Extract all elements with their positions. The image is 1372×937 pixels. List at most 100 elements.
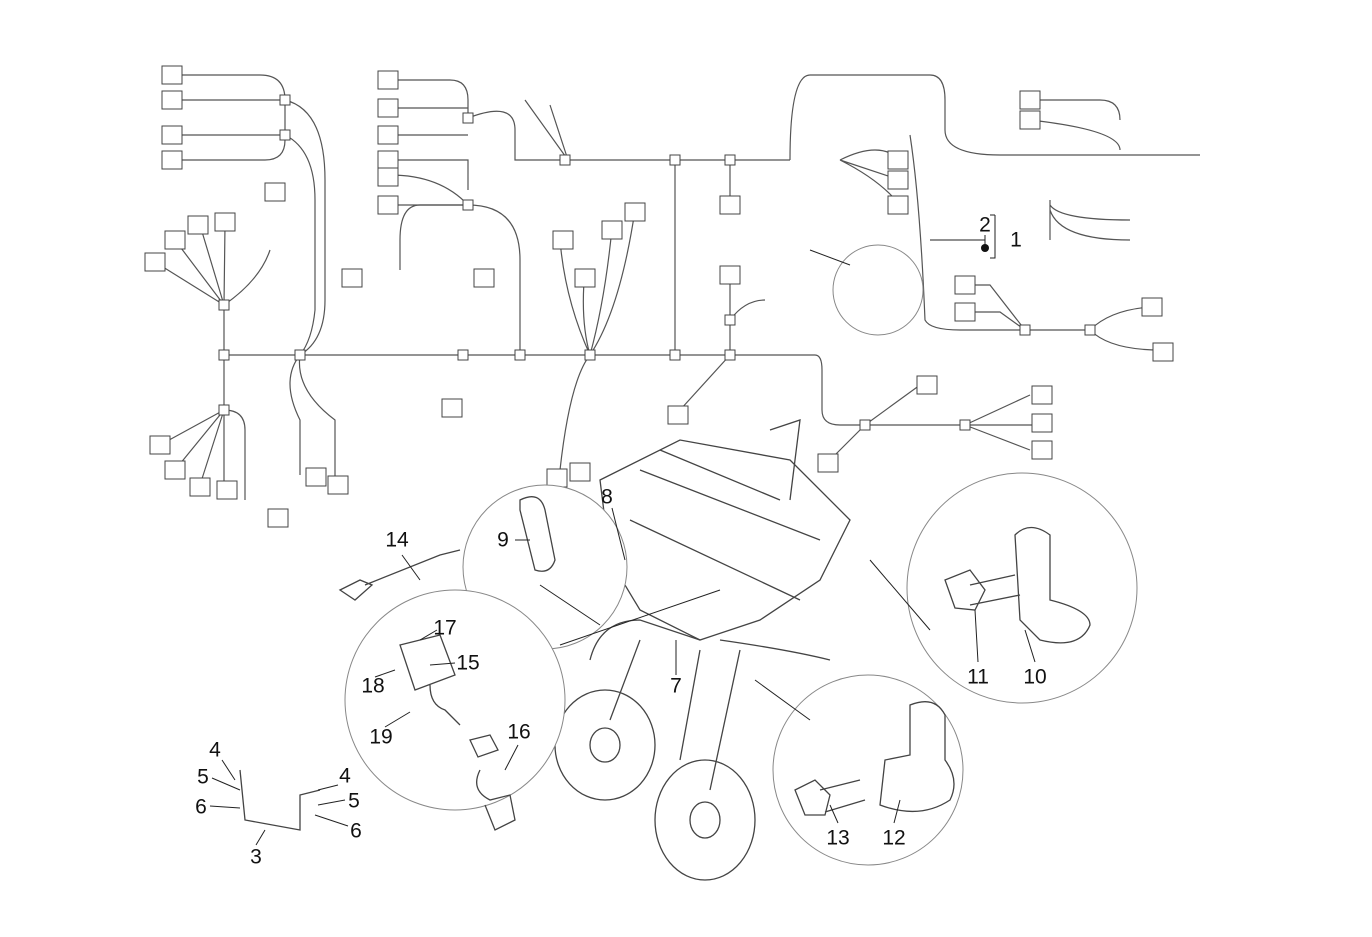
callout-3: 3 bbox=[250, 845, 262, 869]
connector-box bbox=[719, 265, 741, 285]
connector-box bbox=[546, 468, 568, 488]
junction-node bbox=[457, 349, 469, 361]
connector-box bbox=[1152, 342, 1174, 362]
junction-node bbox=[462, 199, 474, 211]
detail-circle-clamp-12 bbox=[772, 674, 964, 866]
connector-box bbox=[161, 65, 183, 85]
junction-node bbox=[959, 419, 971, 431]
connector-boxes bbox=[144, 65, 1174, 528]
connector-box bbox=[161, 90, 183, 110]
connector-box bbox=[817, 453, 839, 473]
callout-16: 16 bbox=[507, 720, 531, 744]
connector-box bbox=[473, 268, 495, 288]
callout-4-left: 4 bbox=[209, 738, 221, 762]
connector-box bbox=[216, 480, 238, 500]
parts-in-details bbox=[239, 496, 1091, 831]
connector-box bbox=[719, 195, 741, 215]
junction-node bbox=[724, 314, 736, 326]
callout-4-right: 4 bbox=[339, 764, 351, 788]
connector-box bbox=[887, 195, 909, 215]
connector-box bbox=[377, 150, 399, 170]
junction-node bbox=[859, 419, 871, 431]
connector-box bbox=[377, 195, 399, 215]
connector-box bbox=[569, 462, 591, 482]
callout-6-right: 6 bbox=[350, 819, 362, 843]
connector-box bbox=[552, 230, 574, 250]
connector-box bbox=[149, 435, 171, 455]
connector-box bbox=[164, 230, 186, 250]
callout-17: 17 bbox=[433, 616, 457, 640]
connector-box bbox=[954, 302, 976, 322]
junction-node bbox=[724, 154, 736, 166]
connector-box bbox=[916, 375, 938, 395]
callout-9: 9 bbox=[497, 528, 509, 552]
connector-box bbox=[574, 268, 596, 288]
connector-box bbox=[624, 202, 646, 222]
connector-box bbox=[667, 405, 689, 425]
callout-18: 18 bbox=[361, 674, 385, 698]
callout-13: 13 bbox=[826, 826, 850, 850]
callout-7: 7 bbox=[670, 674, 682, 698]
connector-box bbox=[377, 125, 399, 145]
connector-box bbox=[267, 508, 289, 528]
connector-box bbox=[377, 167, 399, 187]
connector-box bbox=[264, 182, 286, 202]
junction-node bbox=[279, 94, 291, 106]
connector-box bbox=[1019, 90, 1041, 110]
junction-node bbox=[514, 349, 526, 361]
connector-box bbox=[1031, 440, 1053, 460]
brake-disc-right bbox=[654, 759, 756, 881]
main-wiring-harness bbox=[154, 74, 1200, 500]
junction-node bbox=[462, 112, 474, 124]
connector-box bbox=[214, 212, 236, 232]
bullet-dot bbox=[981, 244, 989, 252]
connector-box bbox=[377, 98, 399, 118]
callout-10: 10 bbox=[1023, 665, 1047, 689]
junction-node bbox=[669, 349, 681, 361]
connector-box bbox=[887, 170, 909, 190]
leader-lines bbox=[209, 214, 1036, 846]
junction-node bbox=[724, 349, 736, 361]
connector-box bbox=[327, 475, 349, 495]
connector-box bbox=[887, 150, 909, 170]
connector-box bbox=[1031, 385, 1053, 405]
connector-box bbox=[144, 252, 166, 272]
connector-box bbox=[441, 398, 463, 418]
callout-6-left: 6 bbox=[195, 795, 207, 819]
junction-node bbox=[669, 154, 681, 166]
callout-5-left: 5 bbox=[197, 765, 209, 789]
junction-node bbox=[218, 349, 230, 361]
junction-node bbox=[279, 129, 291, 141]
callout-2: 2 bbox=[979, 213, 991, 237]
connector-box bbox=[954, 275, 976, 295]
detail-circle-fuse bbox=[832, 244, 924, 336]
callout-14: 14 bbox=[385, 528, 409, 552]
junction-node bbox=[559, 154, 571, 166]
connector-box bbox=[341, 268, 363, 288]
callout-5-right: 5 bbox=[348, 789, 360, 813]
connector-box bbox=[601, 220, 623, 240]
connector-box bbox=[1019, 110, 1041, 130]
callout-19: 19 bbox=[369, 725, 393, 749]
detail-circle-clamp-10 bbox=[906, 472, 1138, 704]
junction-node bbox=[218, 299, 230, 311]
connector-box bbox=[1141, 297, 1163, 317]
callout-11: 11 bbox=[967, 665, 989, 689]
connector-box bbox=[187, 215, 209, 235]
connector-box bbox=[189, 477, 211, 497]
junction-node bbox=[1084, 324, 1096, 336]
connector-box bbox=[377, 70, 399, 90]
junction-node bbox=[294, 349, 306, 361]
junction-node bbox=[1019, 324, 1031, 336]
connector-box bbox=[161, 150, 183, 170]
junction-nodes bbox=[218, 94, 1096, 431]
connector-box bbox=[164, 460, 186, 480]
junction-node bbox=[584, 349, 596, 361]
callout-12: 12 bbox=[882, 826, 906, 850]
brake-disc-left bbox=[554, 689, 656, 801]
callout-8: 8 bbox=[601, 485, 613, 509]
connector-box bbox=[305, 467, 327, 487]
callout-15: 15 bbox=[456, 651, 480, 675]
connector-box bbox=[161, 125, 183, 145]
